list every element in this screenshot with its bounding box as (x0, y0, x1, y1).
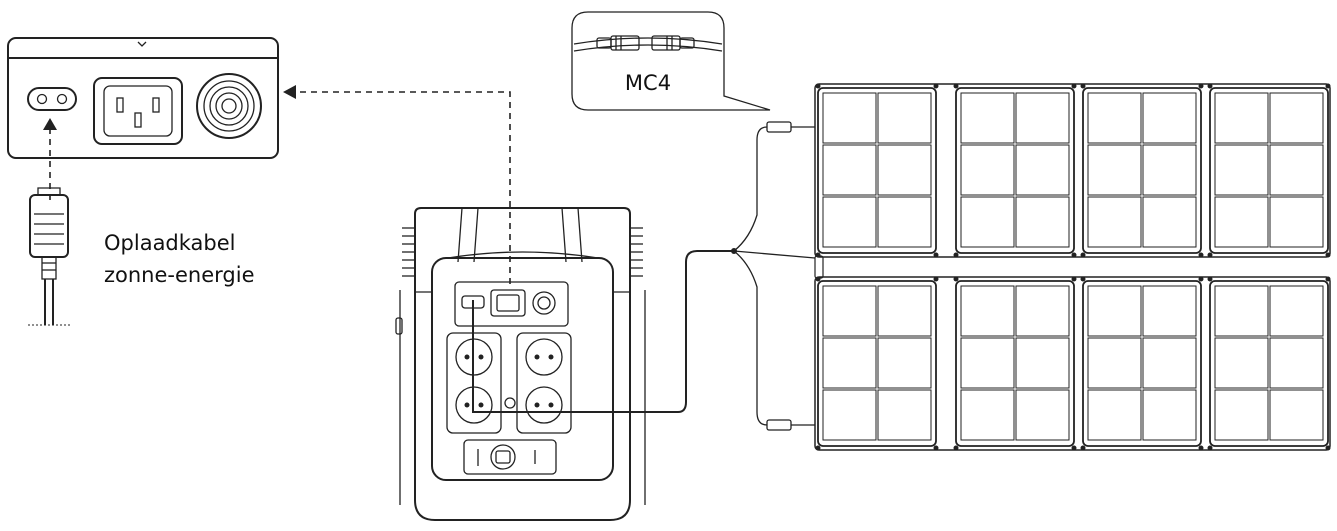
panel-grommet (1198, 83, 1204, 89)
solar-cable (472, 250, 733, 413)
solar-panel (1209, 280, 1329, 447)
panel-grommet (1080, 83, 1086, 89)
panel-grommet (1080, 276, 1086, 282)
panel-grommet (815, 252, 821, 258)
panel-grommet (815, 445, 821, 451)
port-panel-detail (7, 37, 279, 200)
solar-panel (1082, 280, 1202, 447)
panel-grommet (1325, 83, 1331, 89)
panel-grommet (1198, 276, 1204, 282)
panel-grommet (1325, 445, 1331, 451)
panel-grommet (815, 276, 821, 282)
cable-label-line1: Oplaadkabel (104, 231, 236, 255)
solar-panel (955, 87, 1075, 254)
panel-grommet (1207, 276, 1213, 282)
panel-grommet (953, 445, 959, 451)
detail-leader-line (296, 91, 511, 284)
leader-arrowhead (283, 85, 296, 99)
ac-input-port-small (490, 289, 526, 317)
mc4-connector-top (766, 121, 792, 133)
panel-grommet (1071, 276, 1077, 282)
panel-grommet (1080, 445, 1086, 451)
cable-branch-bottom (733, 250, 768, 426)
panel-grommet (1080, 252, 1086, 258)
cable-branch-top (733, 126, 768, 252)
panel-grommet (1198, 445, 1204, 451)
panel-hinge (814, 255, 824, 279)
panel-grommet (1071, 83, 1077, 89)
cable-label-line2: zonne-energie (104, 263, 255, 287)
panel-grommet (815, 83, 821, 89)
panel-grommet (933, 445, 939, 451)
panel-grommet (1207, 252, 1213, 258)
solar-panel (955, 280, 1075, 447)
solar-input-port (27, 87, 77, 111)
panel-grommet (1071, 445, 1077, 451)
solar-cable-plug (28, 187, 72, 326)
panel-grommet (933, 83, 939, 89)
solar-panel (817, 280, 937, 447)
panel-grommet (1198, 252, 1204, 258)
mc4-label: MC4 (625, 71, 671, 95)
panel-grommet (933, 252, 939, 258)
mc4-connector-icon (596, 35, 695, 51)
power-station (395, 207, 646, 521)
round-port (196, 73, 262, 139)
solar-blanket-row-1 (814, 83, 1331, 258)
panel-grommet (953, 83, 959, 89)
panel-grommet (1071, 252, 1077, 258)
panel-grommet (933, 276, 939, 282)
solar-panel (1209, 87, 1329, 254)
panel-grommet (1207, 445, 1213, 451)
ac-outlets (446, 332, 572, 434)
round-port-small (532, 291, 556, 315)
panel-grommet (1325, 276, 1331, 282)
solar-panel (817, 87, 937, 254)
cable-branch-middle (733, 250, 816, 259)
solar-blanket-row-2 (814, 276, 1331, 451)
panel-grommet (953, 276, 959, 282)
panel-grommet (1207, 83, 1213, 89)
solar-panel-array (814, 83, 1331, 451)
solar-panel (1082, 87, 1202, 254)
mc4-connector-bottom (766, 419, 792, 431)
panel-grommet (1325, 252, 1331, 258)
mc4-callout: MC4 (571, 11, 771, 111)
panel-grommet (953, 252, 959, 258)
ac-input-port (93, 77, 183, 145)
